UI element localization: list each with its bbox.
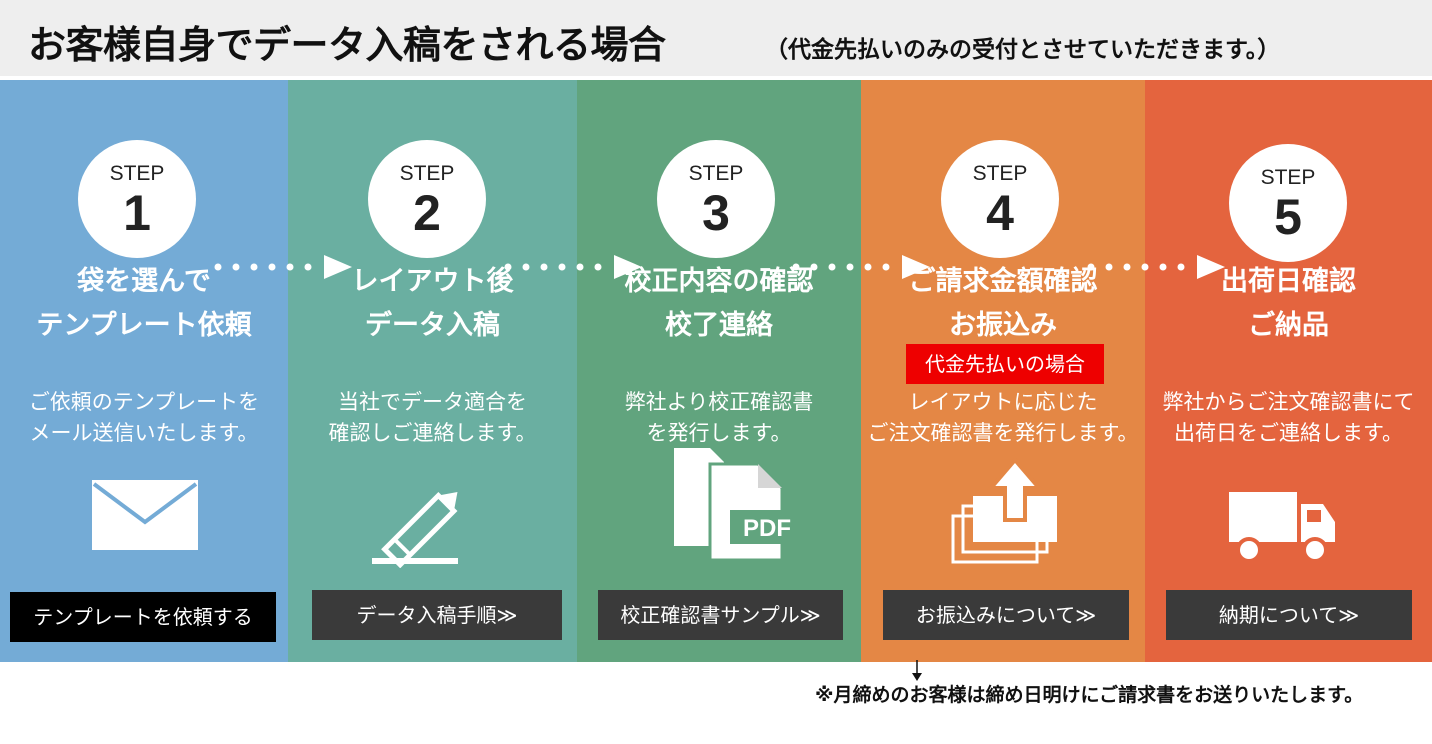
step-4-title: ご請求金額確認 お振込み [908, 266, 1098, 341]
step-5-panel: STEP 5 出荷日確認 ご納品 弊社からご注文確認書にて 出荷日をご連絡します… [1145, 80, 1432, 662]
step-label: STEP [399, 162, 455, 185]
step-number: 3 [702, 185, 730, 241]
truck-icon [1229, 492, 1335, 563]
step-number: 5 [1274, 189, 1302, 245]
step-3-panel: STEP 3 校正内容の確認 校了連絡 弊社より校正確認書 を発行します。 PD… [577, 80, 861, 662]
step-4-panel: STEP 4 ご請求金額確認 お振込み 代金先払いの場合 レイアウトに応じた ご… [861, 80, 1145, 662]
pencil-icon [372, 491, 458, 568]
step-number: 1 [123, 185, 151, 241]
step-1-description: ご依頼のテンプレートを メール送信いたします。 [28, 390, 260, 445]
step-4-badge: STEP 4 [941, 140, 1059, 258]
step-label: STEP [109, 162, 165, 185]
page-header: お客様自身でデータ入稿をされる場合 （代金先払いのみの受付とさせていただきます。… [0, 0, 1432, 76]
step-2-panel: STEP 2 レイアウト後 データ入稿 当社でデータ適合を 確認しご連絡します。… [288, 80, 577, 662]
step-2-title: レイアウト後 データ入稿 [351, 266, 514, 341]
request-template-button[interactable]: テンプレートを依頼する [10, 592, 276, 642]
step-arrow-icon [792, 255, 930, 279]
step-label: STEP [1260, 166, 1316, 189]
step-label: STEP [972, 162, 1028, 185]
svg-text:PDF: PDF [743, 515, 791, 542]
envelope-icon [92, 480, 198, 550]
step-1-panel: STEP 1 袋を選んで テンプレート依頼 ご依頼のテンプレートを メール送信い… [0, 80, 288, 662]
step-1-badge: STEP 1 [78, 140, 196, 258]
page-title: お客様自身でデータ入稿をされる場合 [28, 23, 666, 67]
step-1-title: 袋を選んで テンプレート依頼 [36, 266, 252, 341]
upload-box-icon [951, 458, 1057, 564]
step-arrow-icon [214, 255, 352, 279]
step-2-description: 当社でデータ適合を 確認しご連絡します。 [328, 390, 537, 445]
step-5-badge: STEP 5 [1229, 144, 1347, 262]
data-submission-steps-button[interactable]: データ入稿手順≫ [312, 590, 562, 640]
pdf-document-icon: PDF [674, 448, 804, 562]
step-number: 2 [413, 185, 441, 241]
step-3-badge: STEP 3 [657, 140, 775, 258]
step-5-description: 弊社からご注文確認書にて 出荷日をご連絡します。 [1162, 390, 1415, 445]
bank-transfer-info-button[interactable]: お振込みについて≫ [883, 590, 1129, 640]
step-3-title: 校正内容の確認 校了連絡 [624, 266, 814, 341]
page-subtitle: （代金先払いのみの受付とさせていただきます。） [765, 37, 1281, 63]
step-4-description: レイアウトに応じた ご注文確認書を発行します。 [867, 390, 1139, 445]
delivery-time-button[interactable]: 納期について≫ [1166, 590, 1412, 640]
down-arrow-icon [912, 660, 922, 681]
step-2-badge: STEP 2 [368, 140, 486, 258]
footnote: ※月締めのお客様は締め日明けにご請求書をお送りいたします。 [815, 684, 1364, 706]
step-arrow-icon [504, 255, 642, 279]
step-number: 4 [986, 185, 1014, 241]
step-arrow-icon [1087, 255, 1225, 279]
step-label: STEP [688, 162, 744, 185]
step-5-title: 出荷日確認 ご納品 [1221, 266, 1356, 341]
step-3-description: 弊社より校正確認書 を発行します。 [624, 390, 814, 445]
prepayment-tag: 代金先払いの場合 [906, 344, 1104, 384]
steps-container: STEP 1 袋を選んで テンプレート依頼 ご依頼のテンプレートを メール送信い… [0, 80, 1432, 662]
proof-sample-button[interactable]: 校正確認書サンプル≫ [598, 590, 843, 640]
